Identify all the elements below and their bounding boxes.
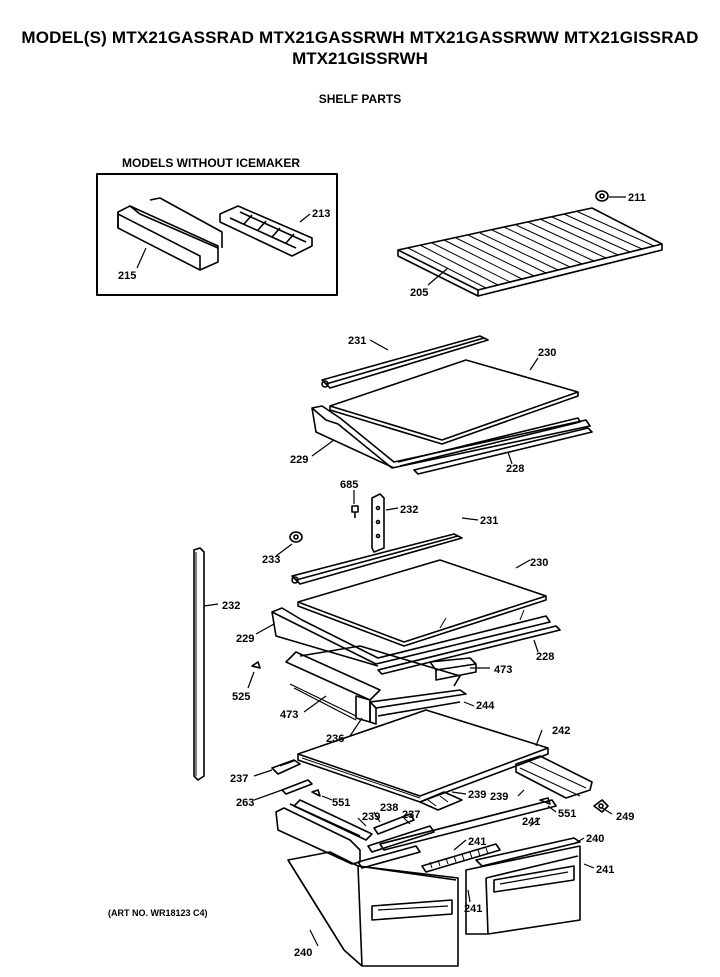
crisper-cover-242	[297, 709, 549, 803]
crisper-frame-244	[369, 689, 467, 725]
callout-229-middle: 229	[236, 633, 254, 645]
divider-238	[373, 813, 415, 835]
inset-title: MODELS WITHOUT ICEMAKER	[122, 156, 300, 170]
pan-stop-249	[593, 799, 609, 813]
art-number: (ART NO. WR18123 C4)	[108, 908, 208, 918]
cover-support-263	[281, 779, 313, 795]
crisper-pan-240-left	[287, 851, 459, 967]
shelf-frame-229-upper	[311, 405, 591, 469]
cover-support-237-center	[367, 825, 435, 853]
callout-215: 215	[118, 270, 136, 282]
callout-551-left: 551	[332, 797, 350, 809]
callout-241-upper-right: 241	[522, 816, 540, 828]
callout-240-right: 240	[586, 833, 604, 845]
bumper-211	[595, 190, 609, 202]
callout-229-upper: 229	[290, 454, 308, 466]
door-bin-215	[117, 197, 223, 271]
callout-211: 211	[628, 192, 646, 204]
shelf-rail-228-upper	[397, 417, 593, 475]
pan-slide-241-ribbed	[421, 843, 501, 873]
pan-rail-239-left	[293, 799, 373, 841]
glass-shelf-230-middle	[297, 559, 547, 647]
callout-239-right: 239	[490, 791, 508, 803]
callout-241-right: 241	[596, 864, 614, 876]
callout-231-middle: 231	[480, 515, 498, 527]
callout-239-left: 239	[362, 811, 380, 823]
callout-228-middle: 228	[536, 651, 554, 663]
callout-228-upper: 228	[506, 463, 524, 475]
shelf-trim-231-upper	[321, 335, 489, 389]
callout-239-center: 239	[468, 789, 486, 801]
ice-tray-213	[219, 205, 313, 257]
cover-support-237-left	[271, 759, 301, 775]
callout-230-upper: 230	[538, 347, 556, 359]
wire-shelf-205	[397, 207, 663, 297]
callout-240-left: 240	[294, 947, 312, 959]
callout-241-bottom: 241	[464, 903, 482, 915]
shelf-trim-231-middle	[291, 533, 463, 585]
model-list-line-1: MODEL(S) MTX21GASSRAD MTX21GASSRWH MTX21…	[21, 28, 699, 47]
pan-rail-241-right	[475, 837, 581, 867]
pan-rail-241-long	[379, 799, 557, 851]
callout-525: 525	[232, 691, 250, 703]
glass-shelf-230-upper	[329, 359, 579, 445]
pan-rail-239-right	[515, 755, 593, 799]
leader-lines	[136, 196, 626, 947]
callout-242: 242	[552, 725, 570, 737]
callout-205: 205	[410, 287, 428, 299]
ladder-bracket-232-short	[371, 493, 385, 553]
callout-241-center: 241	[468, 836, 486, 848]
screw-685	[351, 505, 359, 518]
callout-551-right: 551	[558, 808, 576, 820]
shelf-rail-228-middle	[377, 625, 561, 675]
callout-233: 233	[262, 554, 280, 566]
crisper-pan-240-right	[465, 845, 581, 935]
callout-249: 249	[616, 811, 634, 823]
clip-525	[251, 661, 261, 669]
callout-244: 244	[476, 700, 495, 712]
callout-213: 213	[312, 208, 330, 220]
model-list-line-2: MTX21GISSRWH	[292, 49, 428, 68]
pan-rail-239-center	[419, 791, 463, 811]
shelf-frame-229-middle	[271, 607, 551, 667]
callout-263: 263	[236, 797, 254, 809]
cover-clip-551-left	[311, 789, 321, 797]
callout-473-left: 473	[280, 709, 298, 721]
callout-238: 238	[380, 802, 398, 814]
callout-231-upper: 231	[348, 335, 366, 347]
inset-box	[96, 173, 338, 296]
callout-237-left: 237	[230, 773, 248, 785]
callout-232-short: 232	[400, 504, 418, 516]
shelf-end-cap-233	[289, 531, 303, 543]
ladder-bracket-232-long	[193, 547, 205, 781]
callout-685: 685	[340, 479, 358, 491]
callout-473-right: 473	[494, 664, 512, 676]
callout-237-center: 237	[402, 809, 420, 821]
callout-230-middle: 230	[530, 557, 548, 569]
pan-support-236	[355, 695, 371, 723]
section-title: SHELF PARTS	[318, 92, 402, 106]
callout-232-long: 232	[222, 600, 240, 612]
callout-236: 236	[326, 733, 344, 745]
